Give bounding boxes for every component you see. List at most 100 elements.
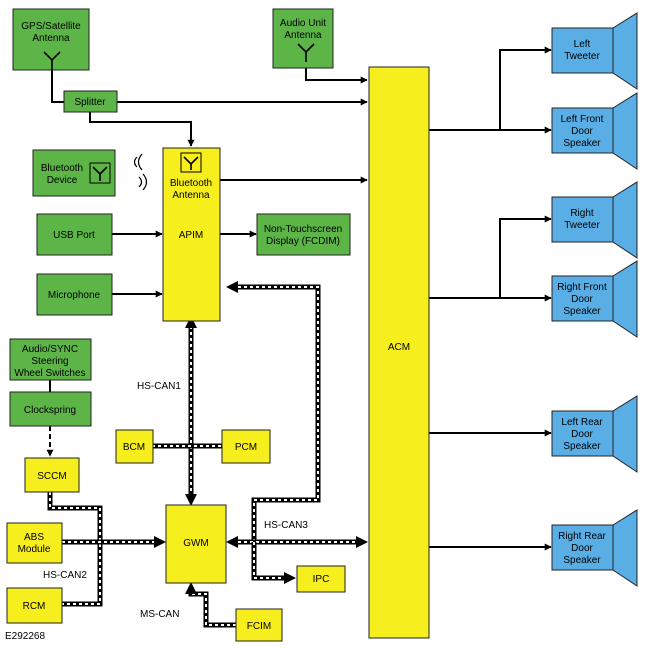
splitter-label: Splitter <box>74 97 106 108</box>
right-rear-door-speaker: Right Rear Door Speaker <box>551 509 638 587</box>
figure-id-label: E292268 <box>5 631 45 642</box>
bt-device-antenna-icon <box>89 162 111 184</box>
rcm-block: RCM <box>6 587 63 624</box>
bcm-label: BCM <box>123 442 145 453</box>
arrow-hscan3-apim <box>226 281 238 293</box>
wire-acm-left-tweeter <box>429 46 552 131</box>
clockspring-label: Clockspring <box>24 405 76 416</box>
bluetooth-device-block: Bluetooth Device <box>32 149 116 197</box>
ms-can-label: MS-CAN <box>140 609 179 620</box>
hs-can2-label: HS-CAN2 <box>43 570 87 581</box>
arrow-gwm-ipc <box>284 572 296 584</box>
microphone-label: Microphone <box>48 290 101 301</box>
speaker-cone-icon <box>612 509 638 587</box>
hs-can3-label: HS-CAN3 <box>264 520 308 531</box>
audio-antenna-icon <box>297 43 315 62</box>
right-rear-label-3: Speaker <box>563 555 601 566</box>
speaker-cone-icon <box>612 12 638 90</box>
wire-splitter-apim <box>89 112 195 147</box>
apim-label: APIM <box>179 230 203 241</box>
right-tweeter-label-2: Tweeter <box>564 220 600 231</box>
gps-antenna-label-2: Antenna <box>32 33 70 44</box>
arrow-hscan2-gwm <box>154 536 166 548</box>
arrow-hscan1-down <box>185 494 197 506</box>
arrow-mscan-gwm <box>185 582 197 594</box>
bt-antenna-icon <box>180 152 202 173</box>
bt-device-label-1: Bluetooth <box>41 163 83 174</box>
switches-label-2: Steering <box>31 356 68 367</box>
gwm-block: GWM <box>165 504 227 584</box>
ipc-label: IPC <box>313 574 330 585</box>
fcim-label: FCIM <box>247 621 271 632</box>
right-front-label-2: Door <box>571 294 593 305</box>
sccm-label: SCCM <box>37 471 66 482</box>
abs-label-1: ABS <box>24 532 44 543</box>
sccm-block: SCCM <box>24 457 80 493</box>
bt-antenna-label-1: Bluetooth <box>170 178 212 189</box>
wire-gps-splitter <box>51 70 64 103</box>
left-tweeter-speaker: Left Tweeter <box>551 12 638 90</box>
steering-switches-block: Audio/SYNC Steering Wheel Switches <box>9 338 92 381</box>
right-tweeter-label-1: Right <box>570 208 594 219</box>
audio-antenna-label-1: Audio Unit <box>280 18 326 29</box>
ipc-block: IPC <box>296 565 346 593</box>
abs-label-2: Module <box>18 544 51 555</box>
splitter-block: Splitter <box>63 90 118 113</box>
left-front-label-3: Speaker <box>563 138 601 149</box>
abs-module-block: ABS Module <box>6 522 63 564</box>
speaker-cone-icon <box>612 92 638 170</box>
display-label-1: Non-Touchscreen <box>264 224 342 235</box>
display-label-2: Display (FCDIM) <box>266 236 340 247</box>
speaker-cone-icon <box>612 260 638 338</box>
right-rear-label-1: Right Rear <box>558 531 606 542</box>
left-rear-label-1: Left Rear <box>561 417 603 428</box>
left-front-door-speaker: Left Front Door Speaker <box>551 92 638 170</box>
bcm-block: BCM <box>115 429 154 464</box>
right-front-label-3: Speaker <box>563 306 601 317</box>
apim-block: Bluetooth Antenna APIM <box>162 147 221 322</box>
acm-label: ACM <box>388 342 410 353</box>
left-tweeter-label-1: Left <box>574 39 591 50</box>
signal-wires <box>46 46 552 551</box>
pcm-block: PCM <box>221 429 271 464</box>
right-front-door-speaker: Right Front Door Speaker <box>551 260 638 338</box>
left-rear-label-2: Door <box>571 429 593 440</box>
usb-port-block: USB Port <box>36 213 113 256</box>
pcm-label: PCM <box>235 442 257 453</box>
audio-unit-antenna-block: Audio Unit Antenna <box>272 8 334 69</box>
left-front-label-2: Door <box>571 126 593 137</box>
switches-label-3: Wheel Switches <box>14 368 85 379</box>
speaker-cone-icon <box>612 395 638 473</box>
gps-antenna-icon <box>43 51 61 70</box>
hs-can1-label: HS-CAN1 <box>137 381 181 392</box>
arrow-gwm-acm <box>356 536 368 548</box>
right-tweeter-speaker: Right Tweeter <box>551 181 638 259</box>
bt-device-label-2: Device <box>47 175 78 186</box>
switches-label-1: Audio/SYNC <box>22 344 78 355</box>
can-bus-lines <box>47 281 368 628</box>
left-front-label-1: Left Front <box>561 114 604 125</box>
clockspring-block: Clockspring <box>9 391 92 427</box>
gps-antenna-label-1: GPS/Satellite <box>21 21 81 32</box>
rcm-label: RCM <box>23 601 46 612</box>
display-block: Non-Touchscreen Display (FCDIM) <box>256 213 351 256</box>
arrow-acm-gwm <box>226 536 238 548</box>
right-rear-label-2: Door <box>571 543 593 554</box>
usb-port-label: USB Port <box>53 230 95 241</box>
wireless-waves-icon <box>133 153 148 191</box>
bt-antenna-label-2: Antenna <box>172 190 210 201</box>
left-rear-label-3: Speaker <box>563 441 601 452</box>
wire-acm-right-tweeter <box>429 215 552 299</box>
left-tweeter-label-2: Tweeter <box>564 51 600 62</box>
speaker-cone-icon <box>612 181 638 259</box>
gps-antenna-block: GPS/Satellite Antenna <box>12 8 90 71</box>
audio-antenna-label-2: Antenna <box>284 30 322 41</box>
acm-block: ACM <box>368 66 430 639</box>
arrow-hscan1-up <box>185 316 197 328</box>
fcim-block: FCIM <box>235 608 283 642</box>
microphone-block: Microphone <box>36 273 113 316</box>
gwm-label: GWM <box>183 538 209 549</box>
left-rear-door-speaker: Left Rear Door Speaker <box>551 395 638 473</box>
